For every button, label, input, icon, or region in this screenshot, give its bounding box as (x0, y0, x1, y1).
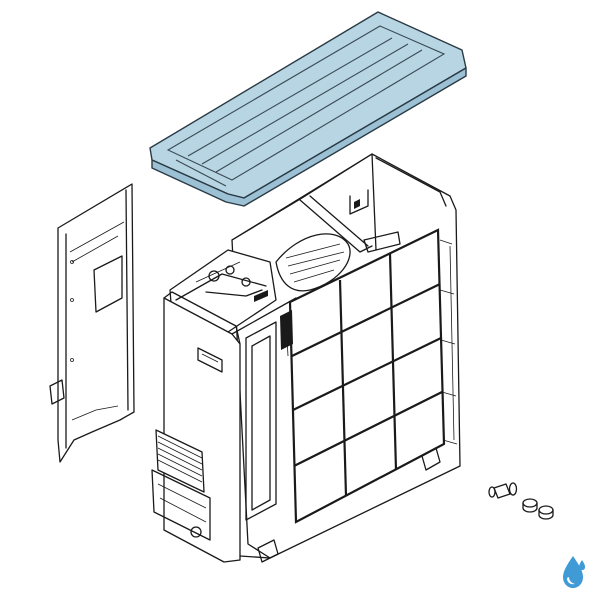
service-louver (151, 429, 211, 541)
pipe-fittings (488, 482, 554, 520)
side-service-panel (49, 183, 135, 463)
top-cover-panel (149, 11, 467, 207)
outdoor-unit-body (151, 153, 461, 563)
water-drop-logo-icon (563, 556, 585, 588)
front-grille (288, 228, 458, 524)
